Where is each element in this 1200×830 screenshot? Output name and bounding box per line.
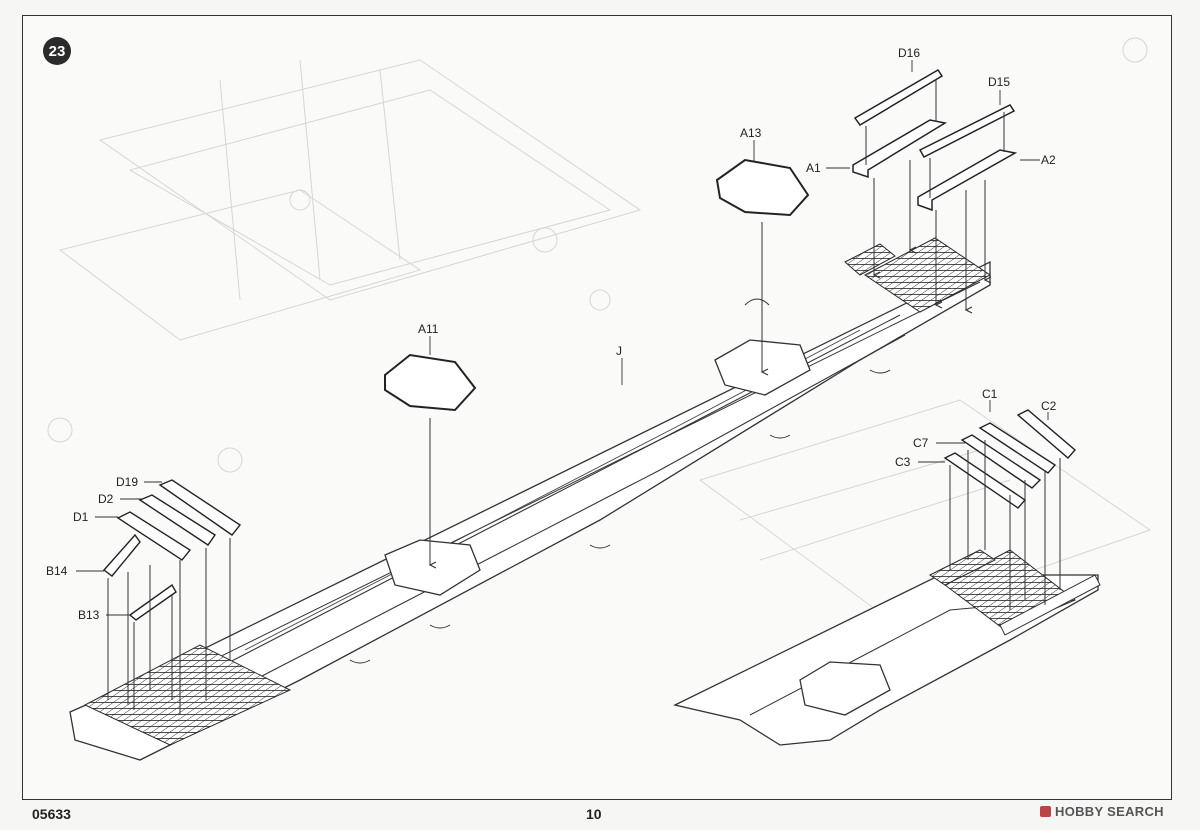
page-number: 10 — [586, 806, 602, 822]
label-c7: C7 — [913, 436, 929, 450]
catalog-number: 05633 — [32, 806, 71, 822]
leader-lines — [76, 60, 1049, 616]
label-d16: D16 — [898, 46, 920, 60]
watermark-logo: HOBBY SEARCH — [1040, 804, 1164, 819]
truss-assembly-left — [102, 479, 242, 715]
background-ghost-drawing — [47, 37, 1152, 621]
label-d19: D19 — [116, 475, 138, 489]
label-a1: A1 — [806, 161, 821, 175]
label-d1: D1 — [73, 510, 89, 524]
label-b13: B13 — [78, 608, 100, 622]
part-labels: D16 D15 A1 A2 A13 A11 J C1 C2 C7 C3 D19 … — [46, 46, 1057, 622]
label-d2: D2 — [98, 492, 114, 506]
watermark-text: HOBBY SEARCH — [1055, 804, 1164, 819]
label-a13: A13 — [740, 126, 762, 140]
rail-assembly-top-right — [852, 68, 1018, 310]
elevator-part-a11 — [384, 353, 477, 565]
inset-detail-view — [673, 549, 1101, 746]
elevator-part-a13 — [715, 158, 810, 372]
label-b14: B14 — [46, 564, 68, 578]
label-c3: C3 — [895, 455, 911, 469]
label-j: J — [616, 344, 622, 358]
step-number-badge: 23 — [43, 37, 71, 65]
label-a11: A11 — [418, 322, 439, 336]
label-a2: A2 — [1041, 153, 1056, 167]
label-d15: D15 — [988, 75, 1010, 89]
label-c2: C2 — [1041, 399, 1057, 413]
truss-assembly-inset — [943, 409, 1076, 610]
label-c1: C1 — [982, 387, 998, 401]
watermark-icon — [1040, 806, 1051, 817]
